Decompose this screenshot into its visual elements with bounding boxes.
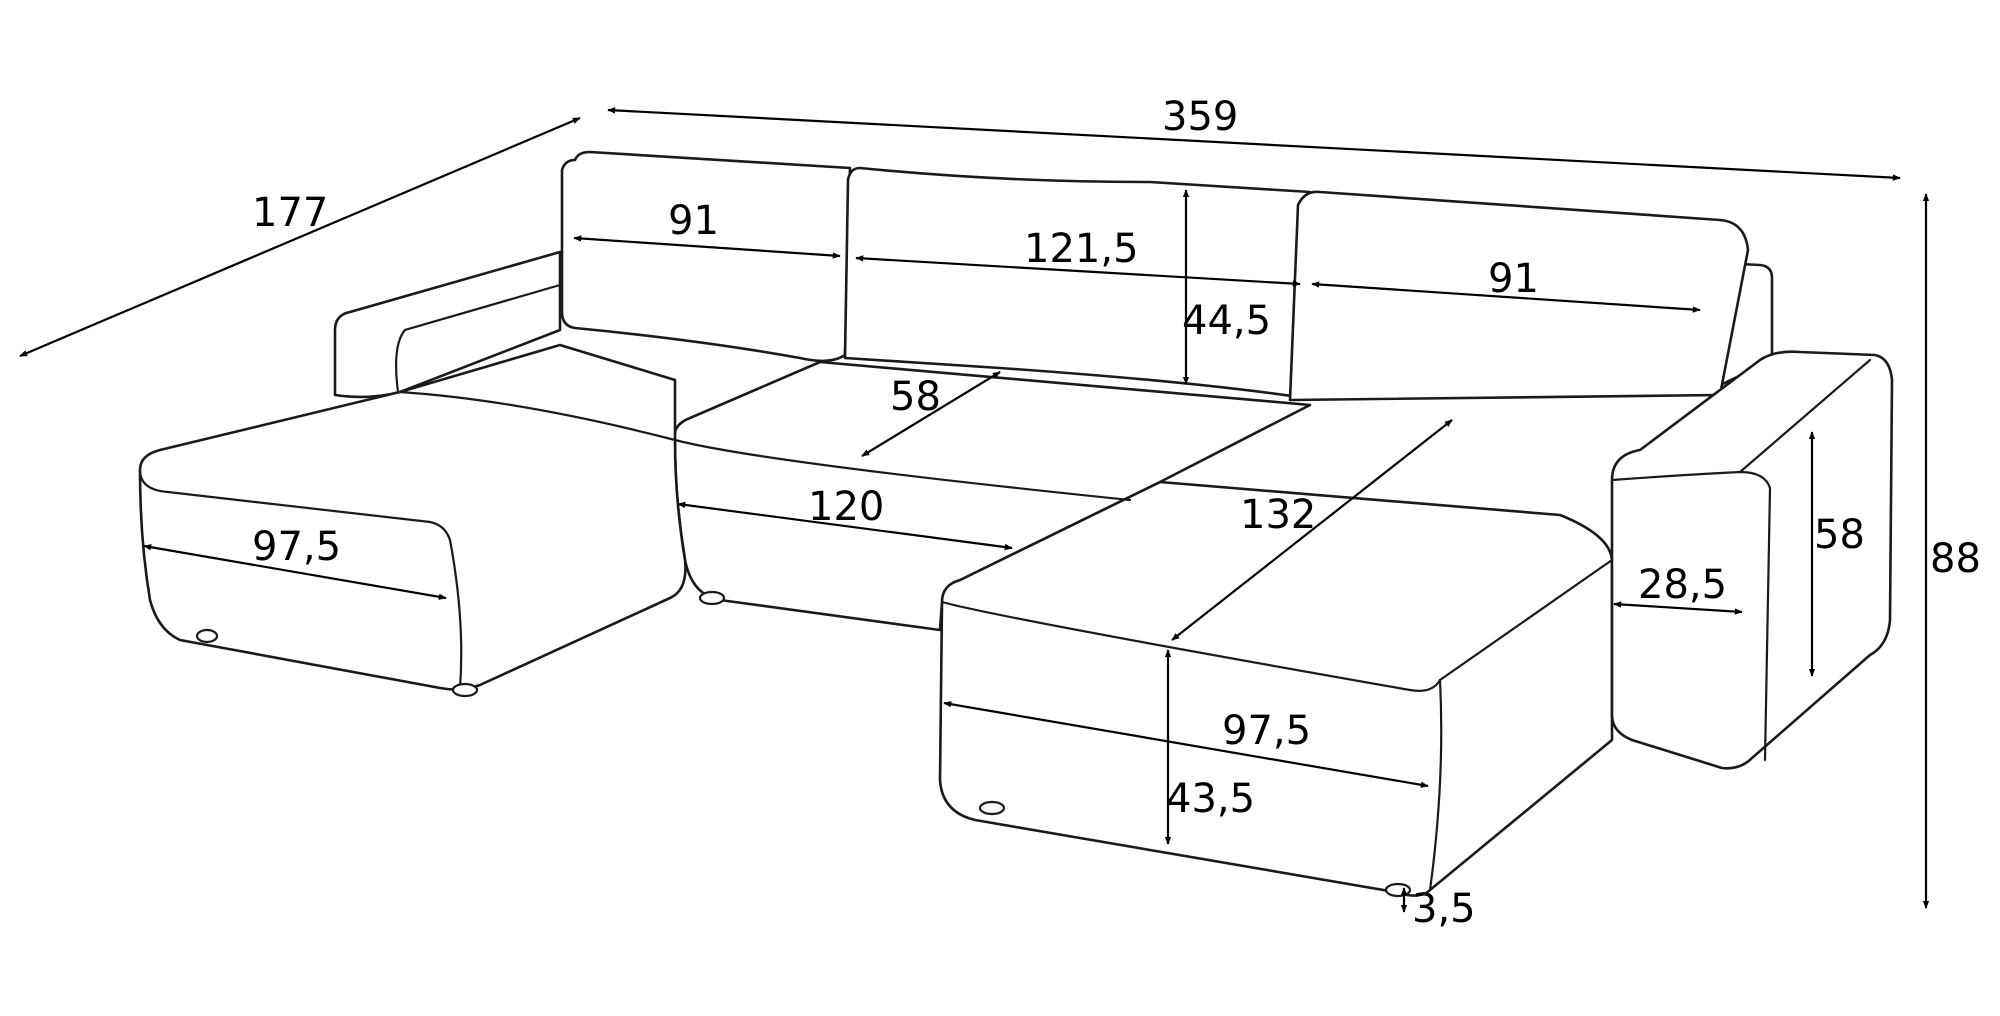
dim-line-chaise-length [1171,419,1453,641]
label-seat-depth: 58 [890,374,941,420]
dim-line-armrest-width [1613,601,1743,615]
label-chaise-left-width: 97,5 [252,524,341,570]
sofa-drawing [138,150,1894,898]
label-armrest-height: 58 [1814,512,1865,558]
label-seat-width: 120 [808,484,884,530]
leg [978,800,1006,816]
label-seat-height: 43,5 [1166,776,1255,822]
leg [451,682,479,698]
chaise-right [938,480,1614,897]
leg [698,590,726,606]
dim-line-depth [19,116,581,358]
dim-line-total-width [607,107,1901,181]
dim-line-chaise-right-width [943,701,1429,788]
chaise-left [138,343,687,691]
label-leg-height: 3,5 [1412,886,1476,932]
leg [195,628,219,644]
label-back-cushion-height: 44,5 [1182,298,1271,344]
back-cushion-left [560,150,852,363]
label-chaise-right-width: 97,5 [1222,708,1311,754]
dim-line-back-cushion-left [573,235,841,259]
dimension-labels: 359 177 88 91 121,5 91 44,5 58 120 132 9… [252,94,1981,932]
dim-line-seat-depth [861,371,1001,457]
label-back-cushion-left: 91 [668,198,719,244]
back-cushion-center [843,166,1312,400]
dim-line-back-cushion-center [855,255,1301,287]
label-armrest-width: 28,5 [1638,562,1727,608]
dim-line-chaise-left-width [143,544,447,600]
right-front-armrest [1610,350,1894,770]
label-back-cushion-center: 121,5 [1024,226,1139,272]
label-back-cushion-right: 91 [1488,256,1539,302]
dim-line-back-cushion-right [1311,281,1701,313]
label-chaise-length: 132 [1240,492,1316,538]
dim-line-seat-width [677,501,1013,551]
dimension-lines [19,107,1930,913]
label-depth: 177 [252,190,328,236]
label-total-width: 359 [1162,94,1238,140]
leg [1384,882,1412,898]
label-total-height: 88 [1930,536,1981,582]
